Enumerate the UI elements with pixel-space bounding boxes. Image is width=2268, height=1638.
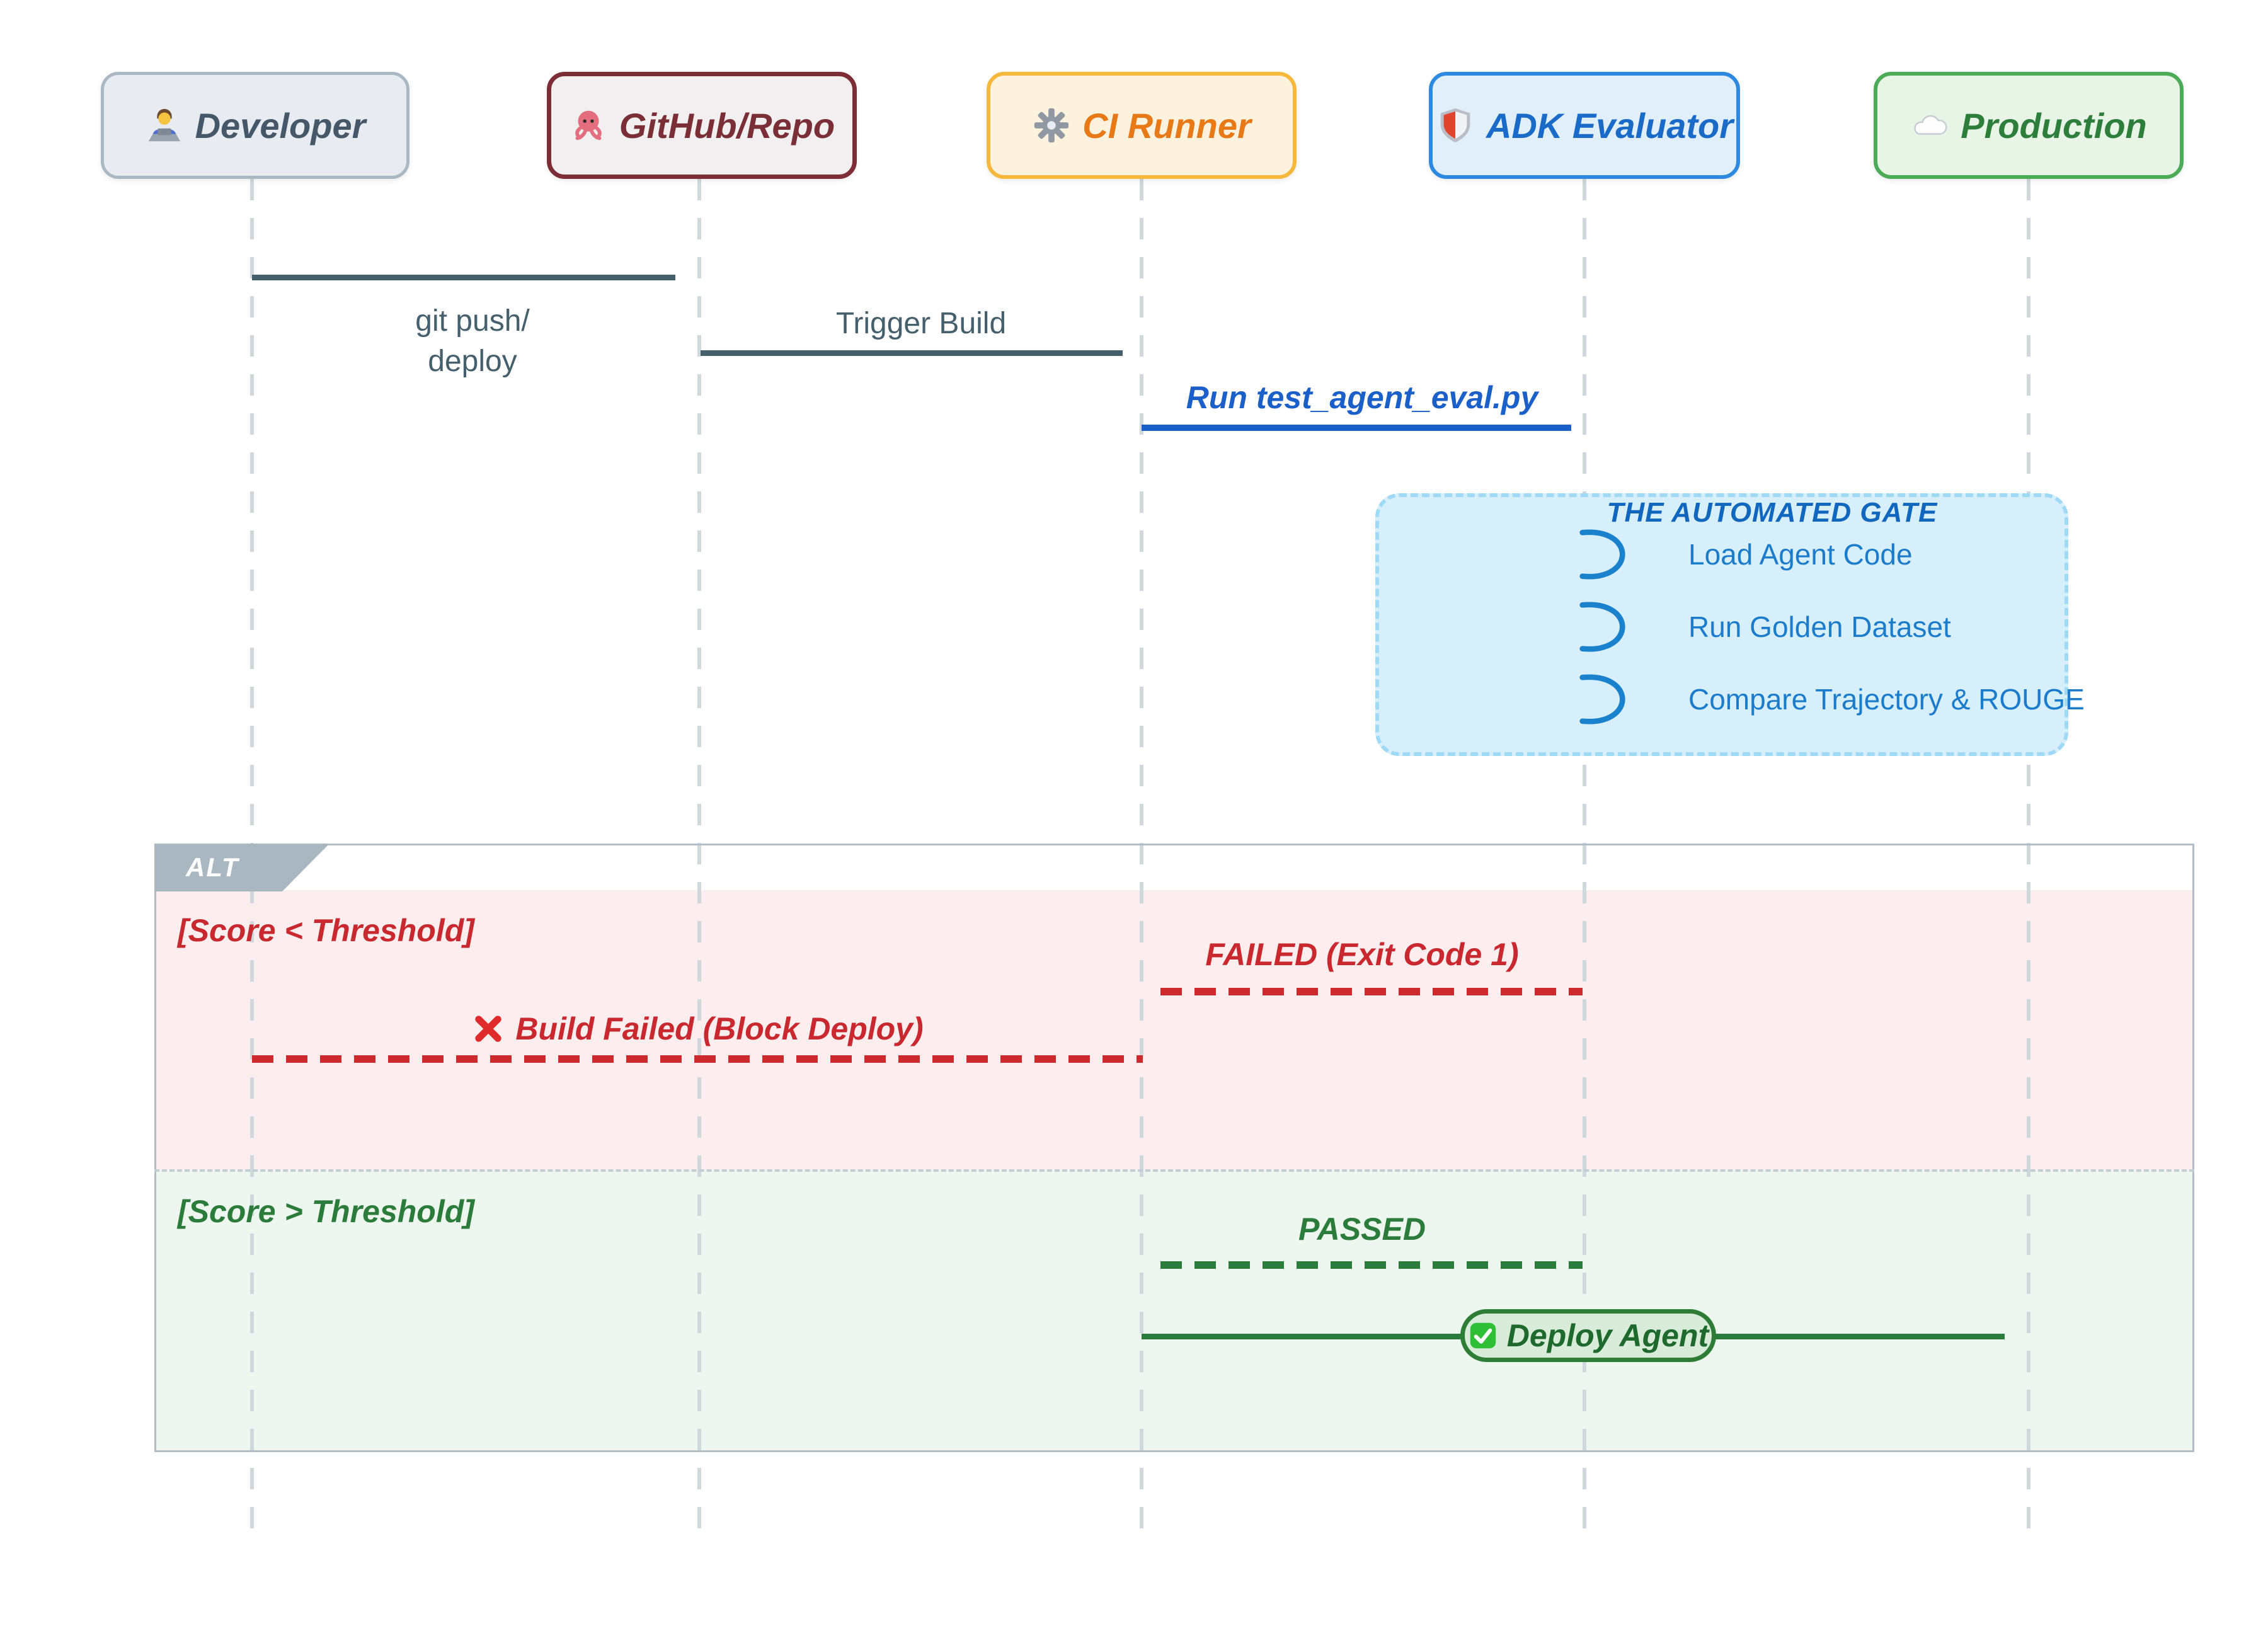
message-label-git-push: git push/ deploy [415,304,530,378]
actor-label: Production [1961,105,2147,146]
actor-label: GitHub/Repo [619,105,835,146]
alt-branch-passed-background [156,1171,2192,1452]
note-title: THE AUTOMATED GATE [1606,497,1938,528]
self-loop-icon [1579,674,1625,724]
message-line-build-failed [252,1055,1143,1063]
cross-mark-icon [475,1016,502,1042]
alt-condition-failed: [Score < Threshold] [178,913,474,948]
alt-frame [154,844,2194,1452]
note-automated-gate [1375,493,2068,756]
technologist-icon [148,108,180,142]
message-label-text: Build Failed (Block Deploy) [515,1011,924,1046]
actor-ci-runner: CI Runner [987,72,1297,179]
actor-production: Production [1874,72,2184,179]
message-line-git-push [252,275,675,280]
note-item: Run Golden Dataset [1688,610,1951,643]
alt-label-text: ALT [186,852,239,882]
message-label-build-failed: Build Failed (Block Deploy) [252,1011,1143,1047]
deploy-agent-label: Deploy Agent [1506,1318,1709,1353]
actor-developer: Developer [101,72,410,179]
alt-branch-divider [154,1169,2194,1172]
message-line-run-eval [1142,425,1571,431]
alt-branch-failed-background [156,890,2192,1171]
gear-icon [1034,108,1069,143]
lifeline-production [2027,179,2030,1537]
message-line-passed [1160,1261,1583,1269]
actor-label: ADK Evaluator [1486,105,1734,146]
actor-adk-evaluator: ADK Evaluator [1429,72,1740,179]
lifeline-github [697,179,701,1537]
cloud-icon [1914,115,1947,135]
actor-label: Developer [195,105,366,146]
message-label-passed: PASSED [1298,1211,1426,1247]
self-loop-icon [1579,602,1625,652]
check-mark-icon [1470,1322,1496,1349]
self-loop-icon [1579,529,1625,580]
lifeline-ci-runner [1140,179,1143,1537]
actor-label: CI Runner [1082,105,1251,146]
actor-github-repo: GitHub/Repo [547,72,857,179]
alt-condition-passed: [Score > Threshold] [178,1194,474,1229]
message-label-run-eval: Run test_agent_eval.py [1186,380,1538,415]
deploy-agent-pill: Deploy Agent [1460,1309,1716,1362]
message-label-failed: FAILED (Exit Code 1) [1205,937,1519,972]
note-item: Load Agent Code [1688,538,1913,571]
message-line-failed [1160,988,1583,995]
message-label-trigger-build: Trigger Build [835,307,1007,340]
lifeline-adk [1583,179,1586,1537]
message-line-trigger-build [701,350,1123,356]
note-item: Compare Trajectory & ROUGE [1688,683,2085,716]
octopus-icon [575,110,602,140]
shield-icon [1440,108,1470,143]
